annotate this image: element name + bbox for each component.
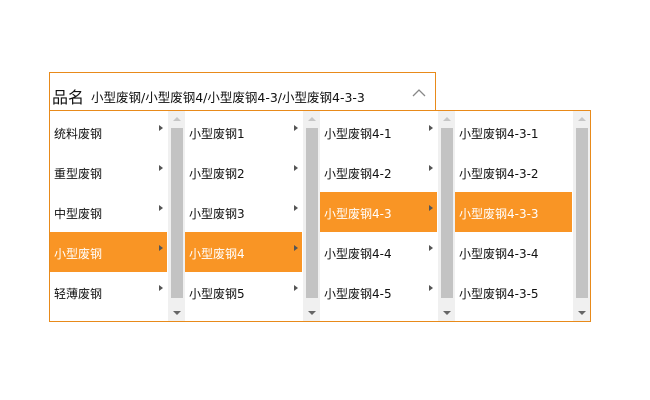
option-label: 小型废钢5 xyxy=(189,287,245,301)
scroll-down-icon[interactable] xyxy=(308,311,316,315)
scroll-up-icon[interactable] xyxy=(308,117,316,121)
option-label: 中型废钢 xyxy=(54,207,103,221)
option-label: 小型废钢4-2 xyxy=(324,167,392,181)
option-item-selected[interactable]: 小型废钢 xyxy=(50,232,167,272)
option-label: 小型废钢4-5 xyxy=(324,287,392,301)
option-label: 小型废钢3 xyxy=(189,207,245,221)
option-item[interactable]: 轻薄废钢 xyxy=(50,272,167,312)
cascader-column-3: 小型废钢4-1 小型废钢4-2 小型废钢4-3 小型废钢4-4 小型废钢4-5 xyxy=(320,111,455,321)
caret-right-icon xyxy=(159,285,163,291)
option-item[interactable]: 小型废钢4-4 xyxy=(320,232,437,272)
option-label: 轻薄废钢 xyxy=(54,287,103,301)
option-item[interactable]: 小型废钢4-3-5 xyxy=(455,272,572,312)
cascader-field[interactable]: 品名 小型废钢/小型废钢4/小型废钢4-3/小型废钢4-3-3 xyxy=(49,72,436,111)
scroll-thumb[interactable] xyxy=(441,128,453,298)
cascader-dropdown: 统料废钢 重型废钢 中型废钢 小型废钢 轻薄废钢 小型废钢1 小型废钢2 小型废… xyxy=(49,110,591,322)
option-item[interactable]: 小型废钢4-2 xyxy=(320,152,437,192)
option-item[interactable]: 小型废钢4-3-2 xyxy=(455,152,572,192)
scroll-thumb[interactable] xyxy=(306,128,318,298)
option-label: 小型废钢1 xyxy=(189,127,245,141)
option-item[interactable]: 小型废钢4-3-1 xyxy=(455,112,572,152)
scrollbar[interactable] xyxy=(573,111,590,321)
scrollbar[interactable] xyxy=(168,111,185,321)
option-item[interactable]: 小型废钢4-5 xyxy=(320,272,437,312)
option-item[interactable]: 小型废钢4-3-4 xyxy=(455,232,572,272)
option-label: 小型废钢4-4 xyxy=(324,247,392,261)
option-item[interactable]: 小型废钢3 xyxy=(185,192,302,232)
option-label: 小型废钢4-3-4 xyxy=(459,247,539,261)
scroll-down-icon[interactable] xyxy=(578,311,586,315)
scroll-thumb[interactable] xyxy=(576,128,588,298)
field-label: 品名 xyxy=(52,88,85,107)
caret-right-icon xyxy=(159,205,163,211)
caret-right-icon xyxy=(294,285,298,291)
caret-right-icon xyxy=(294,205,298,211)
option-label: 小型废钢4 xyxy=(189,247,245,261)
caret-right-icon xyxy=(429,285,433,291)
cascader-column-4: 小型废钢4-3-1 小型废钢4-3-2 小型废钢4-3-3 小型废钢4-3-4 … xyxy=(455,111,590,321)
caret-right-icon xyxy=(159,125,163,131)
scrollbar[interactable] xyxy=(438,111,455,321)
option-label: 小型废钢2 xyxy=(189,167,245,181)
option-item[interactable]: 中型废钢 xyxy=(50,192,167,232)
caret-right-icon xyxy=(294,245,298,251)
option-item-selected[interactable]: 小型废钢4-3-3 xyxy=(455,192,572,232)
option-label: 小型废钢 xyxy=(54,247,103,261)
option-item[interactable]: 小型废钢5 xyxy=(185,272,302,312)
caret-right-icon xyxy=(429,205,433,211)
selected-path: 小型废钢/小型废钢4/小型废钢4-3/小型废钢4-3-3 xyxy=(91,90,365,105)
caret-right-icon xyxy=(429,165,433,171)
option-label: 小型废钢4-3-3 xyxy=(459,207,539,221)
option-item[interactable]: 小型废钢1 xyxy=(185,112,302,152)
option-label: 小型废钢4-3-1 xyxy=(459,127,539,141)
caret-right-icon xyxy=(159,165,163,171)
option-label: 小型废钢4-3-5 xyxy=(459,287,539,301)
option-label: 小型废钢4-3 xyxy=(324,207,392,221)
option-item-selected[interactable]: 小型废钢4-3 xyxy=(320,192,437,232)
scroll-thumb[interactable] xyxy=(171,128,183,298)
option-item[interactable]: 小型废钢4-1 xyxy=(320,112,437,152)
option-label: 重型废钢 xyxy=(54,167,103,181)
scroll-down-icon[interactable] xyxy=(443,311,451,315)
cascader-column-1: 统料废钢 重型废钢 中型废钢 小型废钢 轻薄废钢 xyxy=(50,111,185,321)
caret-right-icon xyxy=(294,125,298,131)
scroll-up-icon[interactable] xyxy=(578,117,586,121)
caret-right-icon xyxy=(429,245,433,251)
option-label: 小型废钢4-1 xyxy=(324,127,392,141)
cascader-column-2: 小型废钢1 小型废钢2 小型废钢3 小型废钢4 小型废钢5 xyxy=(185,111,320,321)
scrollbar[interactable] xyxy=(303,111,320,321)
scroll-up-icon[interactable] xyxy=(173,117,181,121)
option-item-selected[interactable]: 小型废钢4 xyxy=(185,232,302,272)
scroll-down-icon[interactable] xyxy=(173,311,181,315)
caret-right-icon xyxy=(159,245,163,251)
option-label: 小型废钢4-3-2 xyxy=(459,167,539,181)
caret-right-icon xyxy=(294,165,298,171)
option-item[interactable]: 重型废钢 xyxy=(50,152,167,192)
option-item[interactable]: 统料废钢 xyxy=(50,112,167,152)
option-item[interactable]: 小型废钢2 xyxy=(185,152,302,192)
scroll-up-icon[interactable] xyxy=(443,117,451,121)
option-label: 统料废钢 xyxy=(54,127,103,141)
chevron-up-icon[interactable] xyxy=(411,85,427,99)
caret-right-icon xyxy=(429,125,433,131)
